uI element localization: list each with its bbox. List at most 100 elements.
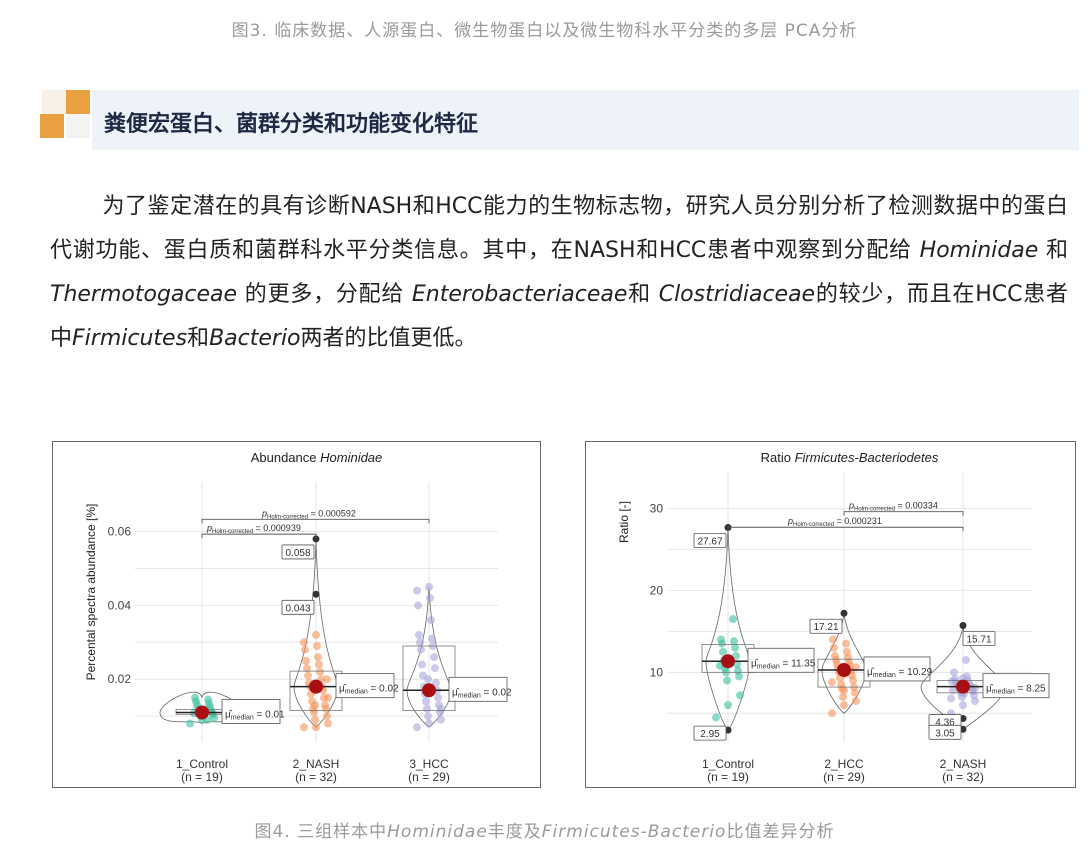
- data-point: [840, 686, 848, 695]
- median-label: μ̂median = 10.29: [867, 666, 933, 679]
- decor-square: [66, 90, 90, 114]
- significance-bracket: [727, 526, 964, 532]
- paragraph-run: 和: [627, 282, 659, 307]
- data-point: [830, 643, 838, 652]
- outlier-label-box: [809, 618, 843, 634]
- data-point: [204, 695, 212, 704]
- median-label: μ̂median = 0.01: [225, 708, 285, 721]
- paragraph-run: 为了鉴定潜在的具有诊断NASH和HCC能力的生物标志物，研究人员分别分析了检测数…: [50, 194, 1068, 263]
- data-point: [730, 637, 738, 646]
- data-point: [724, 701, 732, 710]
- data-point: [426, 594, 434, 602]
- paragraph-run: Enterobacteriaceae: [411, 282, 628, 307]
- data-point: [413, 586, 421, 595]
- p-value-label: pHolm-corrected = 0.000939: [206, 523, 301, 535]
- x-tick-count: (n = 29): [408, 770, 450, 784]
- data-point: [301, 645, 309, 654]
- data-point: [417, 645, 425, 654]
- paragraph-run: 两者的比值更低。: [300, 326, 477, 351]
- data-point: [950, 668, 958, 677]
- outlier-label: 27.67: [697, 536, 722, 547]
- data-point: [430, 653, 438, 662]
- decor-square: [42, 90, 66, 114]
- data-point: [840, 701, 848, 710]
- outlier-point: [840, 609, 848, 617]
- section-title: 粪便宏蛋白、菌群分类和功能变化特征: [104, 112, 479, 137]
- paragraph-run: Thermotogaceae: [50, 282, 238, 307]
- paragraph-run: 的更多，分配给: [237, 282, 412, 307]
- chart-ratio-svg: Ratio Firmicutes-Bacteriodetes102030Rati…: [617, 450, 1050, 784]
- chart-title: Abundance Hominidae: [251, 450, 383, 465]
- data-point: [186, 719, 194, 728]
- data-point: [312, 723, 320, 732]
- caption-text: Hominidae: [387, 822, 488, 842]
- data-point: [311, 701, 319, 710]
- data-point: [425, 719, 433, 728]
- data-point: [425, 582, 433, 591]
- caption-text: 图4. 三组样本中: [254, 822, 388, 842]
- paragraph-run: 和: [187, 326, 210, 351]
- data-point: [324, 719, 332, 728]
- data-point: [432, 678, 440, 687]
- x-tick-label: 2_HCC: [824, 757, 864, 771]
- x-tick-count: (n = 19): [181, 770, 223, 784]
- decor-square: [40, 114, 64, 138]
- center-point: [721, 654, 735, 669]
- paragraph-run: Hominidae: [919, 238, 1039, 263]
- chart-title: Ratio Firmicutes-Bacteriodetes: [761, 450, 939, 465]
- data-point: [712, 713, 720, 722]
- data-point: [736, 691, 744, 700]
- data-point: [418, 660, 426, 669]
- paragraph-run: Clostridiaceae: [658, 282, 816, 307]
- median-label-box: [982, 673, 1050, 699]
- data-point: [843, 647, 851, 656]
- data-point: [719, 647, 727, 656]
- outlier-point: [312, 535, 320, 543]
- data-point: [312, 630, 320, 639]
- data-point: [839, 692, 847, 701]
- x-tick-label: 3_HCC: [409, 757, 449, 771]
- data-point: [323, 675, 331, 684]
- data-point: [315, 660, 323, 669]
- outlier-label: 15.71: [966, 635, 991, 646]
- median-label-box: [863, 656, 931, 682]
- data-point: [414, 601, 422, 610]
- data-point: [731, 643, 739, 652]
- median-label: μ̂median = 8.25: [986, 683, 1046, 696]
- data-point: [717, 635, 725, 644]
- median-label-box: [221, 699, 281, 724]
- outlier-label: 2.95: [700, 729, 720, 740]
- x-tick-count: (n = 29): [823, 770, 865, 784]
- y-tick-label: 0.04: [108, 598, 132, 612]
- outlier-label: 0.058: [285, 548, 310, 559]
- outlier-label-box: [693, 725, 727, 741]
- p-value-label: pHolm-corrected = 0.000231: [787, 516, 882, 528]
- data-point: [828, 678, 836, 687]
- y-axis-label: Ratio [-]: [617, 501, 631, 543]
- data-point: [300, 638, 308, 647]
- data-point: [324, 693, 332, 702]
- data-point: [311, 715, 319, 724]
- data-point: [423, 704, 431, 713]
- center-point: [195, 705, 209, 720]
- data-point: [962, 656, 970, 665]
- data-point: [304, 671, 312, 680]
- x-tick-label: 1_Control: [702, 757, 754, 771]
- outlier-point: [959, 622, 967, 630]
- figure-4-caption: 图4. 三组样本中Hominidae丰度及Firmicutes-Bacterio…: [0, 817, 1089, 842]
- median-label: μ̂median = 11.35: [751, 657, 816, 670]
- caption-text: Firmicutes-Bacterio: [541, 822, 727, 842]
- y-tick-label: 30: [650, 501, 664, 515]
- data-point: [437, 704, 445, 713]
- data-point: [191, 693, 199, 702]
- x-tick-label: 2_NASH: [293, 757, 340, 771]
- data-point: [723, 676, 731, 685]
- significance-bracket: [201, 533, 317, 539]
- outlier-label-box: [693, 533, 727, 548]
- figure-3-caption: 图3. 临床数据、人源蛋白、微生物蛋白以及微生物科水平分类的多层 PCA分析: [231, 21, 858, 41]
- data-point: [437, 715, 445, 724]
- body-paragraph: 为了鉴定潜在的具有诊断NASH和HCC能力的生物标志物，研究人员分别分析了检测数…: [50, 185, 1068, 361]
- paragraph-run: Bacterio: [209, 326, 301, 351]
- center-point: [309, 679, 323, 694]
